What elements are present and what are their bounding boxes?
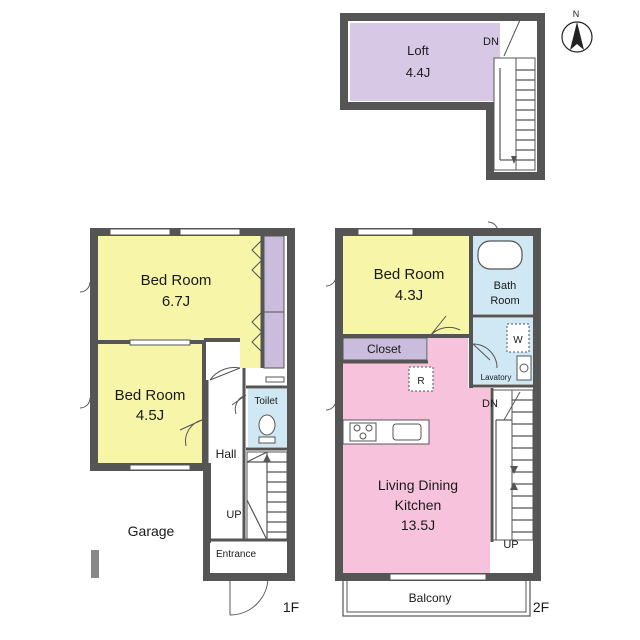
second-floor-label: 2F [533,599,549,615]
loft-stair-dn-label: DN [483,36,499,48]
fridge-icon [408,366,434,392]
bedroom-6-7j-closet-lower [263,311,285,369]
bedroom-6-7j-closet-upper [263,235,285,313]
f1-stair-arrow-icon [263,454,271,462]
bathtub-icon [477,240,523,270]
f2-stair-up-label: UP [503,539,518,551]
lavatory-label: Lavatory [481,373,512,382]
toilet-bowl-icon [258,414,276,436]
bedroom-4-3j [343,236,469,334]
loft-name: Loft [407,43,429,58]
bedroom-4-3j-size: 4.3J [395,287,423,304]
compass-north-label: N [573,9,580,19]
bedroom-4-5j [98,344,202,463]
kitchen-sink-icon [392,423,422,441]
bath-label-2: Room [490,295,519,307]
first-floor: Toilet Entrance Hall UP Bed Room 6.7J [79,228,299,616]
loft-staircase [493,19,536,171]
f2-stair-dn-label: DN [482,398,498,410]
washer-icon [506,323,530,353]
entrance-area [210,543,287,573]
hall-label: Hall [216,447,237,461]
ldk-name-2: Kitchen [395,497,442,513]
bedroom-4-5j-name: Bed Room [115,387,186,404]
loft-room [350,23,500,101]
loft-stair-arrow-icon [511,156,517,164]
stove-icon [349,422,377,442]
f1-staircase [246,451,288,541]
bedroom-6-7j [98,236,262,368]
loft-area: Loft 4.4J DN [340,13,545,180]
balcony-label: Balcony [409,591,452,605]
compass-arrow-icon [570,22,584,50]
closet-area [342,337,428,361]
closet-label: Closet [367,342,402,356]
washer-label: W [513,335,523,346]
garage-label: Garage [128,523,175,539]
sink-icon [516,355,532,381]
f2-staircase [490,388,534,542]
f2-stair-dn-arrow-icon [510,466,518,474]
loft-size: 4.4J [406,65,431,80]
toilet-label: Toilet [254,396,278,407]
bedroom-6-7j-name: Bed Room [141,272,212,289]
garage-post [91,550,99,578]
second-floor: Balcony Closet Bath Room W Lavatory [325,221,549,617]
fridge-label: R [417,376,424,387]
bath-label-1: Bath [494,280,517,292]
f2-stair-up-arrow-icon [510,482,518,490]
f1-stair-up-label: UP [226,509,241,521]
ldk-room [343,337,490,573]
compass: N [561,9,593,53]
bedroom-4-3j-name: Bed Room [374,266,445,283]
ldk-name-1: Living Dining [378,477,458,493]
bedroom-4-5j-size: 4.5J [136,407,164,424]
first-floor-label: 1F [283,599,299,615]
bedroom-6-7j-size: 6.7J [162,293,190,310]
ldk-size: 13.5J [401,517,435,533]
entrance-label: Entrance [216,549,256,560]
